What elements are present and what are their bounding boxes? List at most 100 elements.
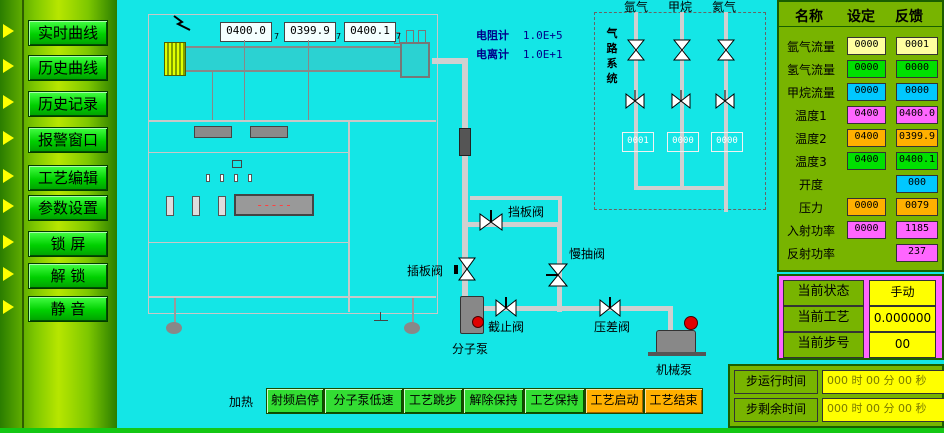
switch <box>248 174 252 182</box>
arrow-right-icon <box>3 199 14 213</box>
timer-panel: 步运行时间 000 时 00 分 00 秒 步剩余时间 000 时 00 分 0… <box>728 364 944 428</box>
argon-valve-value: 0001 <box>622 132 654 152</box>
param-set-value[interactable]: 0400 <box>847 129 886 147</box>
pump-base <box>648 352 706 356</box>
valve-icon[interactable] <box>624 90 646 112</box>
param-set-value[interactable]: 0000 <box>847 37 886 55</box>
arrow-right-icon <box>3 95 14 109</box>
stop-valve-label: 截止阀 <box>488 320 525 334</box>
resistance-meter: 电阻计 1.0E+5 <box>476 29 563 42</box>
param-feedback-value: 0399.9 <box>896 129 938 147</box>
param-set-value[interactable]: 0400 <box>847 106 886 124</box>
gauge <box>192 196 200 216</box>
heating-label: 加热 <box>229 395 254 409</box>
nav-lock-screen-button[interactable]: 锁 屏 <box>28 231 108 257</box>
cabinet-foot <box>404 322 420 334</box>
param-name: 温度3 <box>795 155 827 169</box>
helium-valve-value: 0000 <box>711 132 743 152</box>
nav-parameter-settings-button[interactable]: 参数设置 <box>28 195 108 221</box>
valve-icon[interactable] <box>670 90 692 112</box>
pipe <box>473 306 673 311</box>
process-button[interactable]: 工艺结束 <box>644 388 703 414</box>
pressure-diff-valve-icon[interactable] <box>598 297 622 319</box>
nav-process-edit-button[interactable]: 工艺编辑 <box>28 165 108 191</box>
pipe <box>462 58 468 298</box>
pipe <box>470 196 560 200</box>
param-name: 温度1 <box>795 109 827 123</box>
ionization-meter: 电离计 1.0E+1 <box>476 48 563 61</box>
process-button[interactable]: 工艺跳步 <box>403 388 463 414</box>
nav-mute-button[interactable]: 静 音 <box>28 296 108 322</box>
param-set-value[interactable]: 0000 <box>847 198 886 216</box>
arrow-right-icon <box>3 24 14 38</box>
arrow-right-icon <box>3 169 14 183</box>
step-remain-time-value: 000 时 00 分 00 秒 <box>822 398 944 422</box>
current-state-value: 手动 <box>869 280 936 306</box>
meter-panel <box>250 126 288 138</box>
cabinet-divider <box>148 120 436 122</box>
gas-name-methane: 甲烷 <box>668 0 693 14</box>
current-step-label: 当前步号 <box>783 332 864 358</box>
pipe-flange <box>459 128 471 156</box>
step-run-time-label: 步运行时间 <box>734 370 818 394</box>
gate-valve-icon[interactable] <box>454 256 480 282</box>
cabinet-foot <box>166 322 182 334</box>
cabinet-divider <box>148 152 348 153</box>
valve-icon[interactable] <box>626 38 646 64</box>
arrow-right-icon <box>3 131 14 145</box>
param-feedback-value: 0400.0 <box>896 106 938 124</box>
slow-pump-valve-icon[interactable] <box>546 262 570 288</box>
meter-panel <box>194 126 232 138</box>
cabinet-leg <box>174 298 176 324</box>
param-name: 甲烷流量 <box>786 86 835 100</box>
equipment-cabinet <box>148 14 438 314</box>
mechanical-pump-label: 机械泵 <box>656 363 693 377</box>
process-button[interactable]: 射频启停 <box>266 388 324 414</box>
param-set-value[interactable]: 0000 <box>847 83 886 101</box>
temperature-readout-3: 0400.1 <box>344 22 396 42</box>
pipe <box>432 58 466 64</box>
nav-history-curve-button[interactable]: 历史曲线 <box>28 55 108 81</box>
param-feedback-value: 0400.1 <box>896 152 938 170</box>
tube-port <box>406 30 414 44</box>
nav-realtime-curve-button[interactable]: 实时曲线 <box>28 20 108 46</box>
current-process-value: 0.000000 <box>869 306 936 332</box>
switch <box>234 174 238 182</box>
process-button[interactable]: 工艺保持 <box>524 388 585 414</box>
param-name: 入射功率 <box>786 224 835 238</box>
nav-alarm-window-button[interactable]: 报警窗口 <box>28 127 108 153</box>
process-button[interactable]: 解除保持 <box>463 388 524 414</box>
baffle-valve-icon[interactable] <box>478 210 504 234</box>
switch <box>220 174 224 182</box>
gas-system-label: 气路系统 <box>606 27 618 85</box>
nav-history-record-button[interactable]: 历史记录 <box>28 91 108 117</box>
column-header-name: 名称 <box>795 9 823 25</box>
readout-mark: 7 <box>396 32 402 41</box>
ground-icon <box>380 312 381 320</box>
ground-icon <box>374 320 388 321</box>
valve-icon[interactable] <box>714 90 736 112</box>
valve-icon[interactable] <box>672 38 692 64</box>
param-feedback-value: 1185 <box>896 221 938 239</box>
cabinet-divider <box>348 120 350 312</box>
left-navigation: 实时曲线 历史曲线 历史记录 报警窗口 工艺编辑 参数设置 锁 屏 解 锁 静 … <box>0 0 117 433</box>
stop-valve-icon[interactable] <box>494 297 518 319</box>
pipe <box>462 222 562 227</box>
param-set-value[interactable]: 0000 <box>847 60 886 78</box>
thermocouple-lead <box>308 40 309 120</box>
column-header-set: 设定 <box>847 9 875 25</box>
readout-mark: 7 <box>336 32 342 41</box>
param-feedback-value: 0001 <box>896 37 938 55</box>
readout-mark: 7 <box>274 32 280 41</box>
valve-icon[interactable] <box>716 38 736 64</box>
param-set-value[interactable]: 0400 <box>847 152 886 170</box>
nav-unlock-button[interactable]: 解 锁 <box>28 263 108 289</box>
process-button[interactable]: 分子泵低速 <box>324 388 403 414</box>
process-button[interactable]: 工艺启动 <box>585 388 644 414</box>
tube-port <box>418 30 426 44</box>
cabinet-leg <box>412 298 414 324</box>
step-remain-time-label: 步剩余时间 <box>734 398 818 422</box>
param-set-value[interactable]: 0000 <box>847 221 886 239</box>
step-run-time-value: 000 时 00 分 00 秒 <box>822 370 944 394</box>
